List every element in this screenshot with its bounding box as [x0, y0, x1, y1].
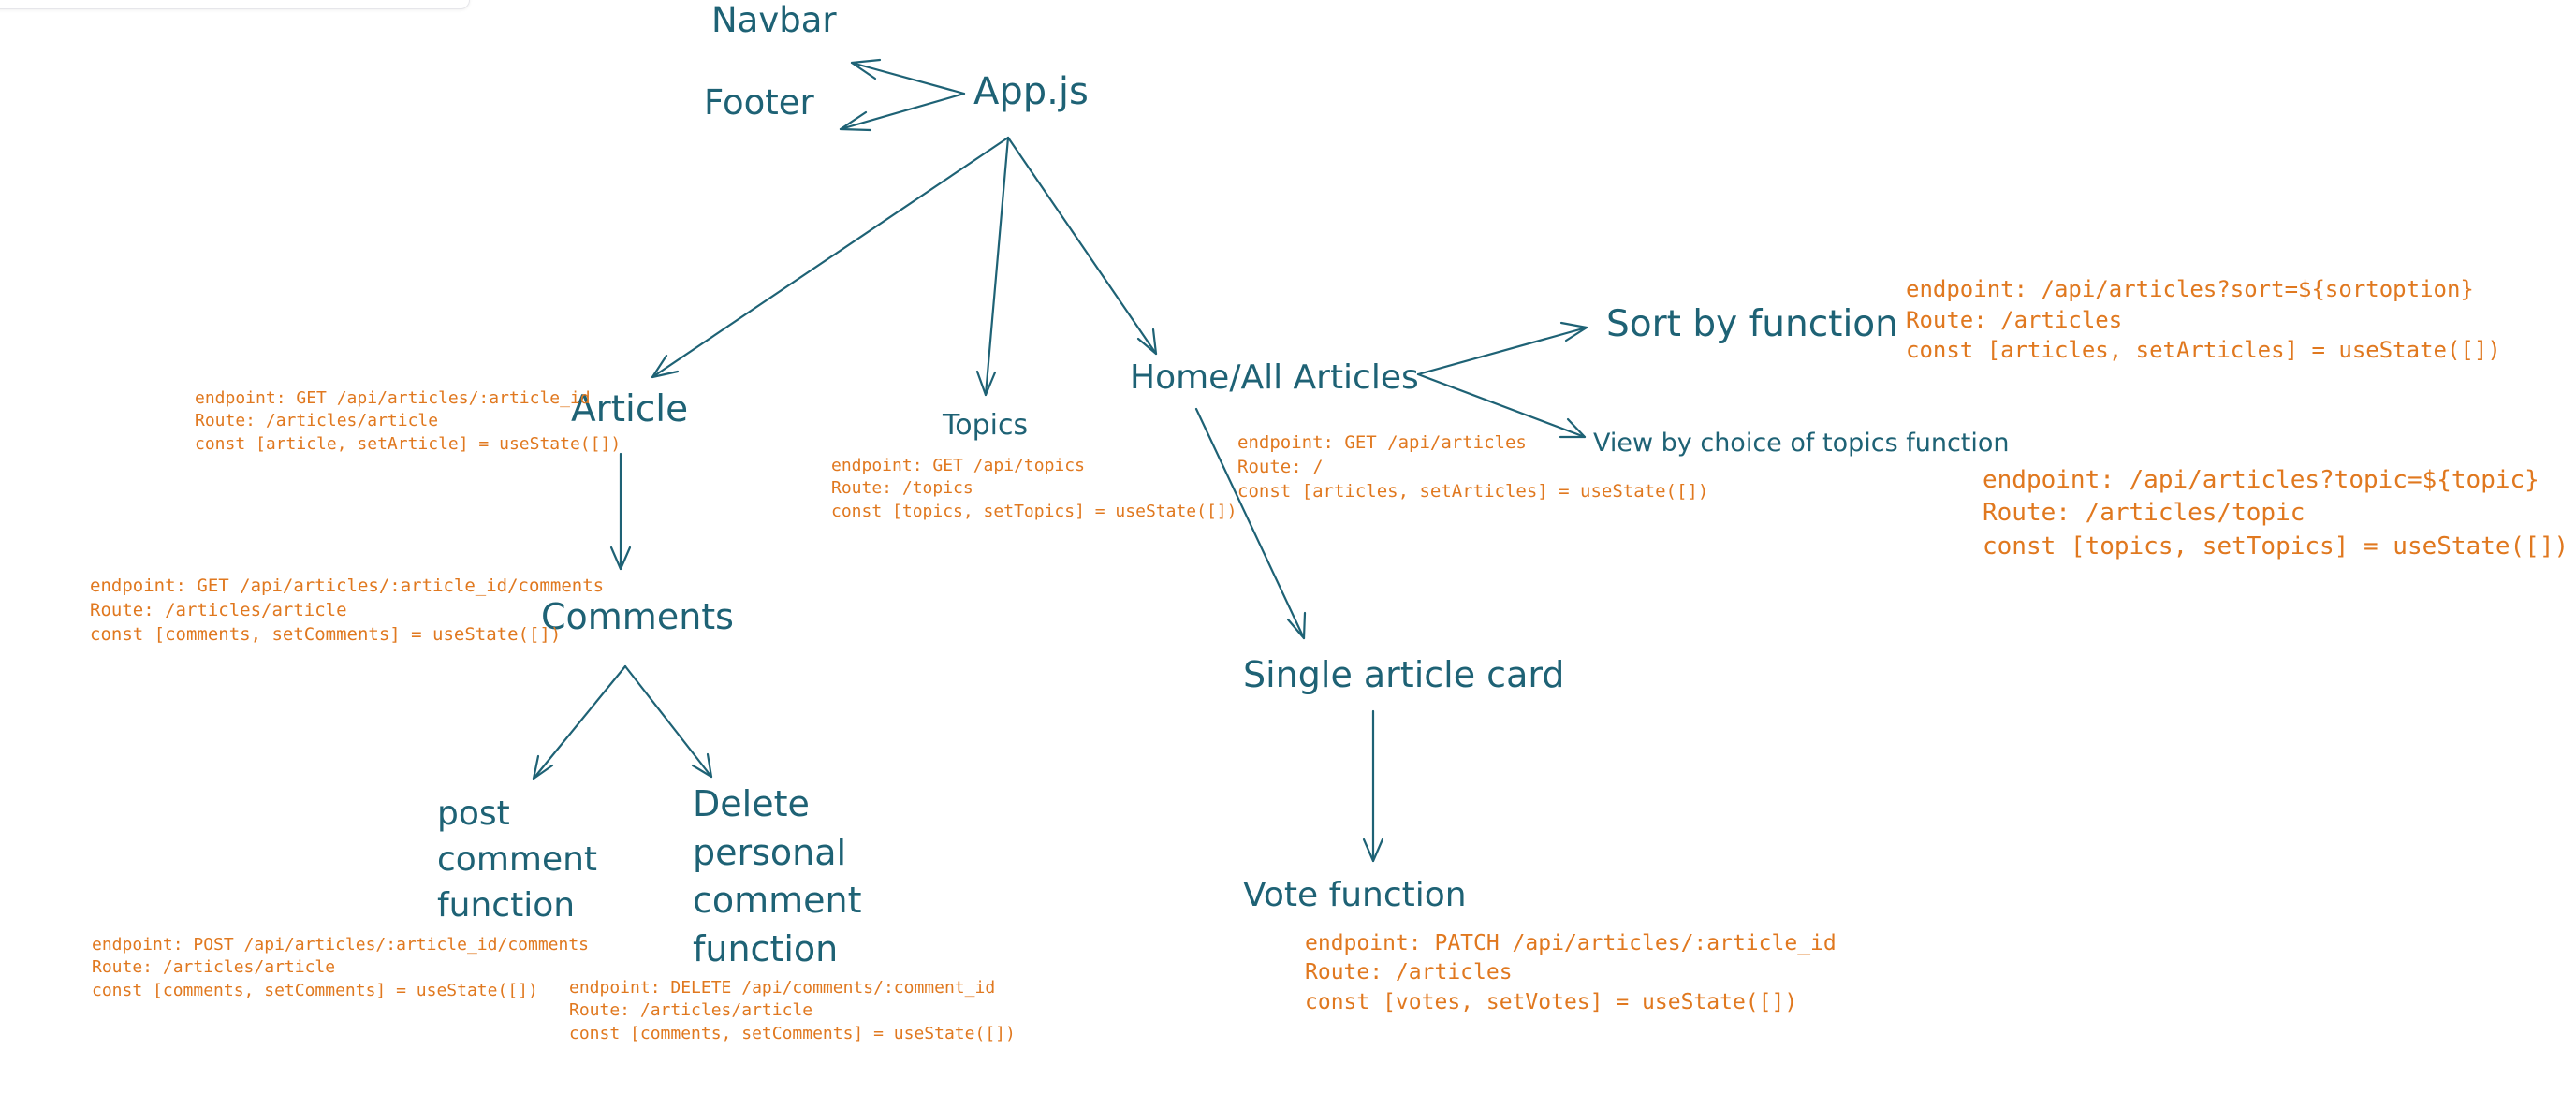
arrowhead-comments-to-delete	[691, 752, 713, 779]
arrowhead-home-to-single-card	[1286, 611, 1307, 640]
vote-note: endpoint: PATCH /api/articles/:article_i…	[1305, 931, 1837, 1014]
arrowhead-article-to-comments	[609, 546, 632, 571]
comments-node: Comments	[541, 596, 734, 637]
arrowhead-app-to-navbar	[850, 58, 882, 80]
home-all-articles-node: Home/All Articles	[1130, 358, 1419, 397]
delete-comment-note: endpoint: DELETE /api/comments/:comment_…	[569, 978, 1016, 1043]
app-js-node: App.js	[973, 70, 1089, 113]
arrow-app-to-navbar	[850, 61, 966, 95]
sort-note: endpoint: /api/articles?sort=${sortoptio…	[1906, 276, 2501, 364]
arrow-app-to-footer	[839, 92, 966, 131]
arrowhead-app-to-article	[651, 354, 680, 379]
post-comment-function-node: post comment function	[437, 794, 598, 925]
arrowhead-single-card-to-vote	[1362, 838, 1384, 863]
arrow-comments-to-post	[532, 664, 627, 780]
arrow-comments-to-delete	[623, 664, 713, 779]
arrow-home-to-single-card	[1194, 407, 1306, 640]
topics-note: endpoint: GET /api/topics Route: /topics…	[831, 456, 1237, 521]
arrow-home-to-sort	[1416, 326, 1588, 376]
sort-by-function-node: Sort by function	[1606, 303, 1898, 345]
post-comment-note: endpoint: POST /api/articles/:article_id…	[92, 935, 590, 1000]
arrowhead-home-to-sort	[1559, 321, 1588, 342]
comments-note: endpoint: GET /api/articles/:article_id/…	[90, 576, 605, 645]
arrow-app-to-article	[651, 136, 1010, 379]
arrow-home-to-view-topics	[1416, 372, 1587, 439]
delete-personal-comment-function-node: Delete personal comment function	[693, 783, 862, 970]
arrowhead-app-to-topics	[975, 370, 997, 397]
arrowhead-app-to-home	[1136, 328, 1158, 356]
article-node: Article	[571, 388, 689, 430]
vote-function-node: Vote function	[1243, 876, 1467, 914]
view-topics-note: endpoint: /api/articles?topic=${topic} R…	[1983, 466, 2569, 561]
arrowhead-comments-to-post	[532, 754, 554, 780]
navbar-node: Navbar	[711, 0, 837, 40]
arrowhead-app-to-footer	[839, 110, 872, 132]
arrowhead-home-to-view-topics	[1559, 417, 1587, 439]
home-note: endpoint: GET /api/articles Route: / con…	[1237, 432, 1709, 502]
view-by-topics-node: View by choice of topics function	[1593, 429, 2010, 458]
article-note: endpoint: GET /api/articles/:article_id …	[195, 388, 622, 454]
footer-node: Footer	[704, 82, 814, 123]
single-article-card-node: Single article card	[1243, 654, 1565, 695]
arrow-app-to-home	[1006, 136, 1158, 356]
topics-node: Topics	[943, 409, 1029, 442]
arrow-app-to-topics	[984, 136, 1010, 397]
